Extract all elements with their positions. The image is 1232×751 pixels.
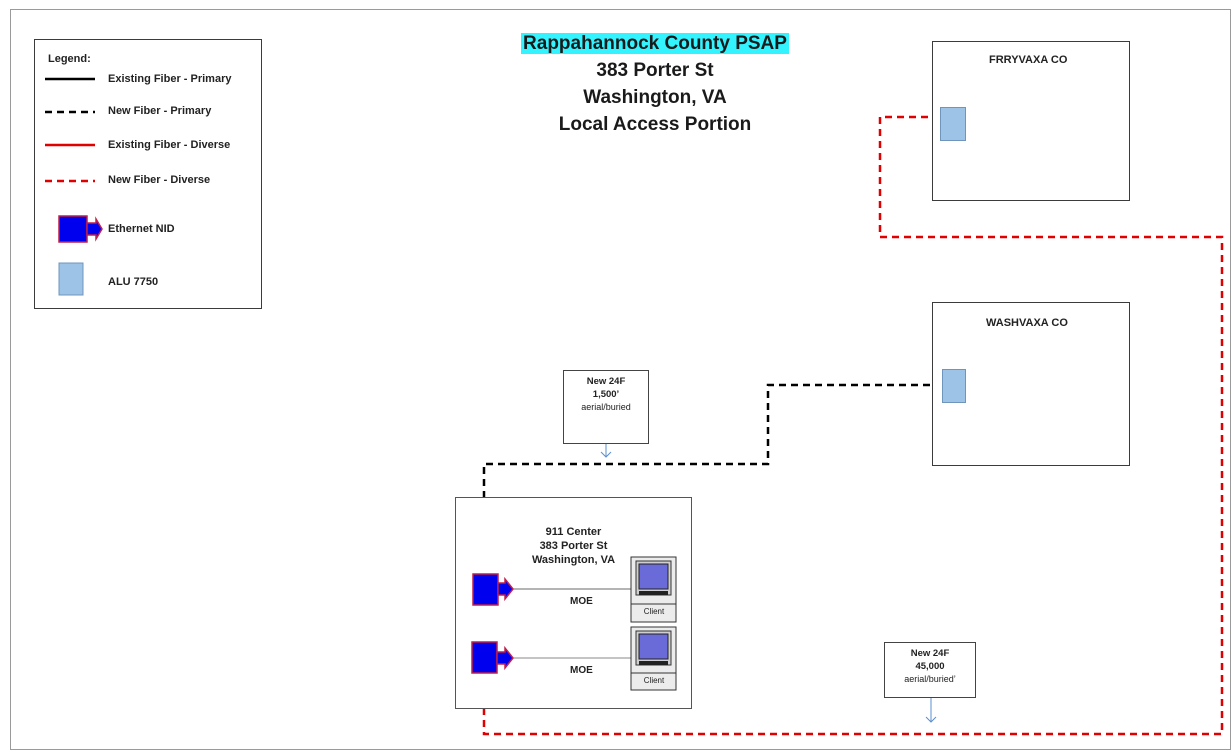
fiber-note-diverse: New 24F 45,000 aerial/buried’	[884, 642, 976, 698]
ethernet-nid-icon	[472, 573, 514, 606]
new-fiber-primary-route-washvaxa	[482, 383, 942, 572]
note-cable: New 24F	[910, 648, 950, 659]
moe-label: MOE	[570, 665, 593, 676]
alu-7750-icon	[942, 369, 966, 403]
note-cable: New 24F	[586, 376, 626, 387]
central-office-label: WASHVAXA CO	[986, 317, 1068, 329]
center-label: 911 Center 383 Porter St Washington, VA	[455, 525, 692, 567]
fiber-note-primary: New 24F 1,500’ aerial/buried	[563, 370, 649, 444]
note-placement: aerial/buried’	[904, 674, 956, 684]
client-computer-icon	[630, 626, 677, 691]
ethernet-nid-icon	[471, 641, 514, 674]
note-placement: aerial/buried	[581, 402, 631, 412]
ethernet-nid-icon	[58, 215, 103, 243]
client-label: Client	[643, 676, 665, 685]
down-arrow-icon	[600, 444, 612, 458]
legend-label-existing-primary: Existing Fiber - Primary	[108, 73, 232, 85]
legend-label-ethernet-nid: Ethernet NID	[108, 223, 175, 235]
client-label: Client	[643, 607, 665, 616]
down-arrow-icon	[925, 698, 937, 723]
title-portion: Local Access Portion	[558, 114, 752, 135]
moe-label: MOE	[570, 596, 593, 607]
diagram-frame	[10, 9, 1231, 750]
title-city: Washington, VA	[583, 87, 727, 108]
legend-label-new-diverse: New Fiber - Diverse	[108, 174, 211, 186]
central-office-label: FRRYVAXA CO	[989, 54, 1068, 66]
alu-7750-icon	[58, 262, 84, 296]
center-name: 911 Center	[545, 526, 602, 538]
legend-label-new-primary: New Fiber - Primary	[108, 105, 212, 117]
legend-box: Legend: Existing Fiber - Primary New Fib…	[34, 39, 262, 309]
legend-header: Legend:	[48, 53, 91, 65]
legend-label-alu-7750: ALU 7750	[108, 276, 159, 288]
center-city: Washington, VA	[531, 554, 616, 566]
legend-swatches	[45, 77, 103, 296]
center-address: 383 Porter St	[539, 540, 608, 552]
legend-label-existing-diverse: Existing Fiber - Diverse	[108, 139, 231, 151]
client-computer-icon	[630, 556, 677, 623]
note-length: 1,500’	[592, 389, 620, 400]
title-address: 383 Porter St	[596, 60, 714, 81]
diagram-title: Rappahannock County PSAP 383 Porter St W…	[470, 30, 840, 138]
alu-7750-icon	[940, 107, 966, 141]
title-psap-name: Rappahannock County PSAP	[521, 33, 789, 54]
new-fiber-diverse-route-frryvaxa	[482, 115, 1224, 736]
center-equipment	[471, 556, 677, 691]
note-length: 45,000	[915, 661, 945, 672]
